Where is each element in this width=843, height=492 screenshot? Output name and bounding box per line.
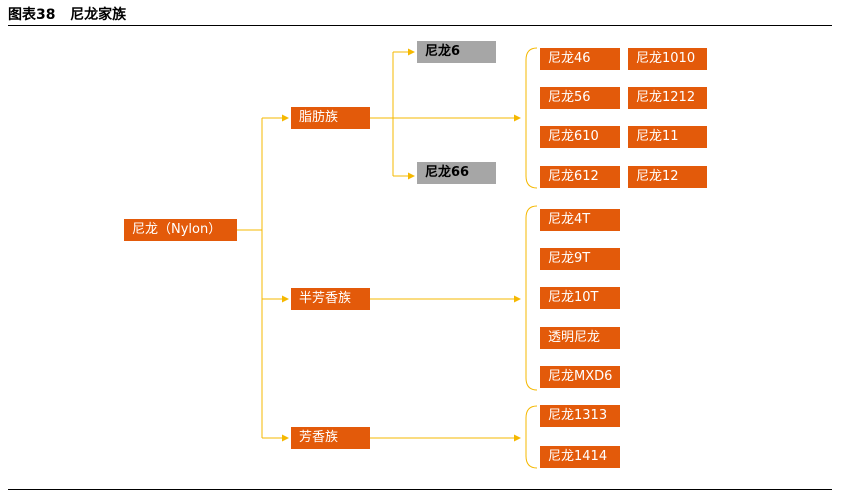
- bottom-rule: [8, 489, 832, 490]
- top-rule: [8, 25, 832, 26]
- node-nylon11: 尼龙11: [628, 126, 707, 148]
- figure-title: 图表38 尼龙家族: [8, 7, 127, 23]
- node-nylon612: 尼龙612: [540, 166, 620, 188]
- node-nylon-mxd6-label: 尼龙MXD6: [548, 369, 613, 384]
- node-nylon1313: 尼龙1313: [540, 405, 620, 427]
- node-nylon1010: 尼龙1010: [628, 48, 707, 70]
- node-nylon10t: 尼龙10T: [540, 287, 620, 309]
- node-nylon-mxd6: 尼龙MXD6: [540, 366, 620, 388]
- node-nylon610: 尼龙610: [540, 126, 620, 148]
- node-nylon6: 尼龙6: [417, 41, 496, 63]
- node-aromatic: 芳香族: [291, 427, 370, 449]
- node-nylon1414: 尼龙1414: [540, 446, 620, 468]
- node-nylon-root: 尼龙（Nylon）: [124, 219, 237, 241]
- node-nylon1212: 尼龙1212: [628, 87, 707, 109]
- node-nylon9t: 尼龙9T: [540, 248, 620, 270]
- node-aliphatic: 脂肪族: [291, 107, 370, 129]
- node-nylon66: 尼龙66: [417, 162, 496, 184]
- node-nylon46: 尼龙46: [540, 48, 620, 70]
- node-nylon4t: 尼龙4T: [540, 209, 620, 231]
- node-semi-aromatic: 半芳香族: [291, 288, 370, 310]
- node-nylon56: 尼龙56: [540, 87, 620, 109]
- node-transparent-nylon: 透明尼龙: [540, 327, 620, 349]
- node-nylon12: 尼龙12: [628, 166, 707, 188]
